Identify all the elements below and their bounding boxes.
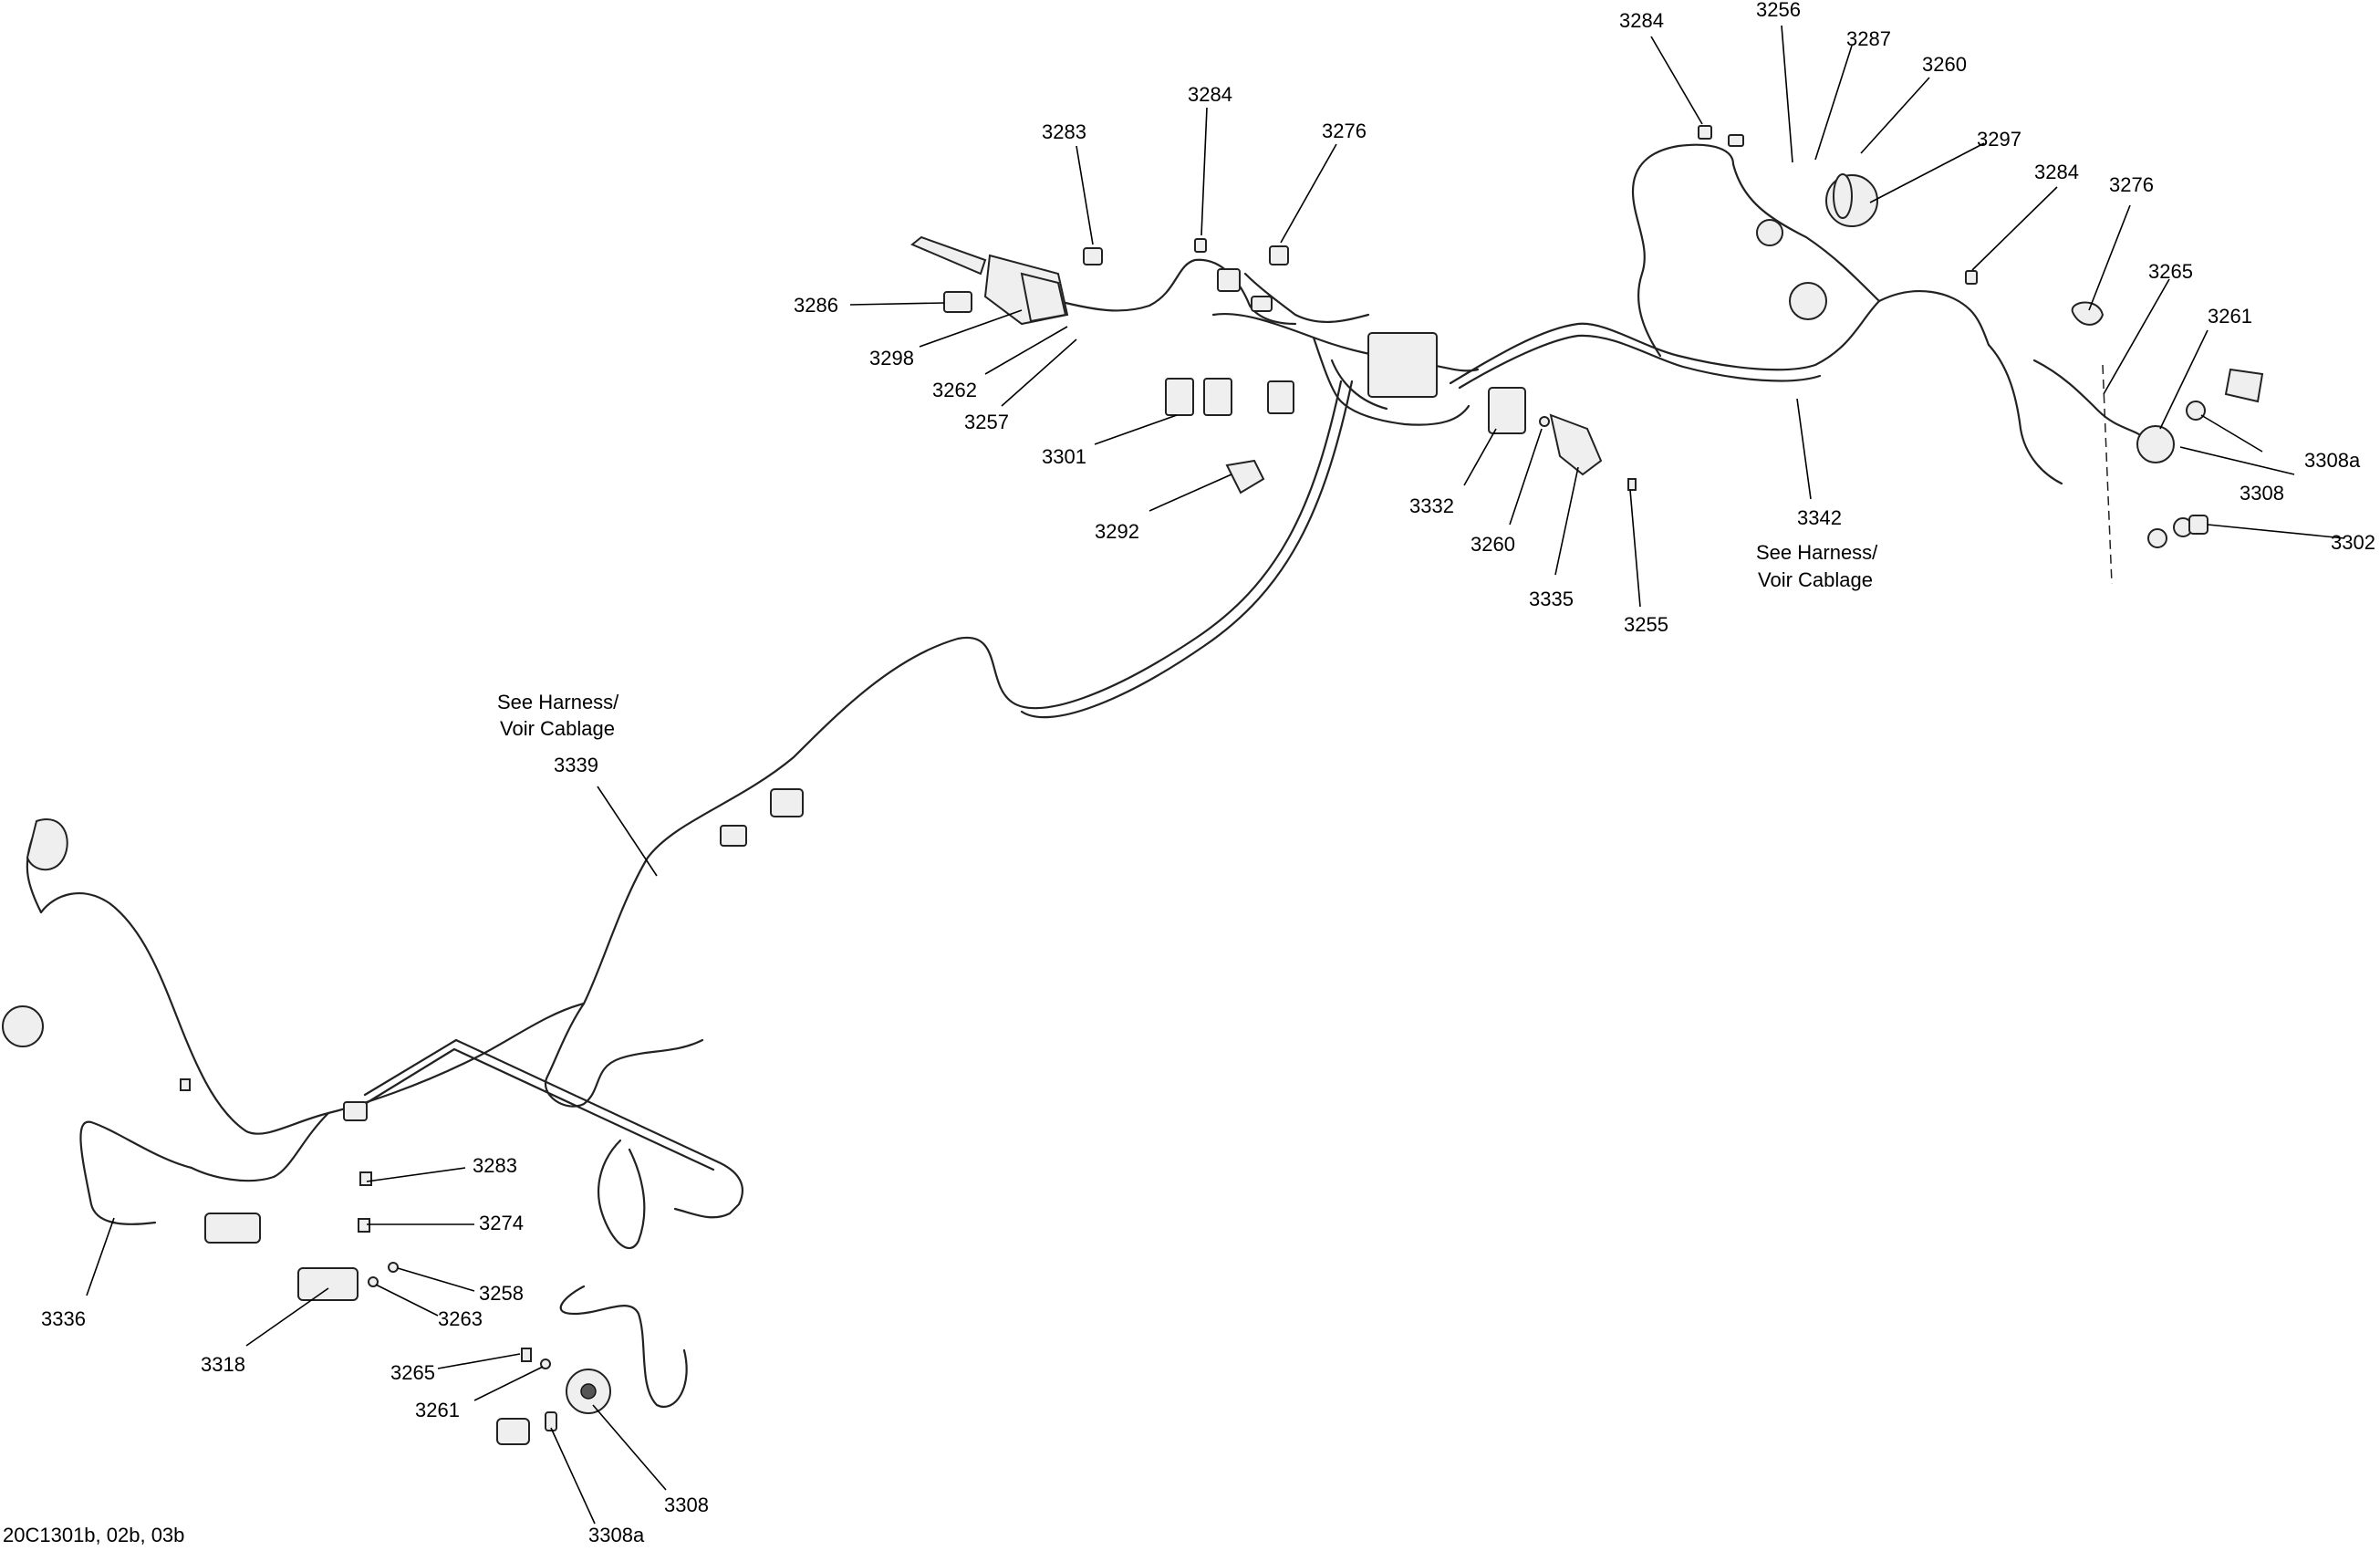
callout-3284: 3284: [1619, 9, 1664, 32]
screw-3265: [521, 1348, 532, 1362]
screw-3255: [1627, 478, 1637, 491]
relay-group-3301: [1165, 378, 1294, 416]
connector: [1217, 268, 1241, 292]
cap-3276-top: [1269, 245, 1289, 265]
callout-labels: 3284 3256 3287 3260 3297 3284 3276 3283 …: [3, 0, 2375, 1546]
callout-3339: 3339: [554, 754, 598, 776]
bulb-3292: [1225, 459, 1265, 494]
callout-3342: 3342: [1797, 506, 1842, 529]
connector: [720, 825, 747, 847]
callout-3256: 3256: [1756, 0, 1801, 21]
callout-3255: 3255: [1624, 613, 1668, 636]
callout-3265: 3265: [2148, 260, 2193, 283]
callout-3335: 3335: [1529, 588, 1574, 610]
callout-3308a: 3308a: [2304, 449, 2361, 472]
clip-3256: [1728, 134, 1744, 147]
callout-3287: 3287: [1846, 27, 1891, 50]
leader-lines: [86, 25, 2345, 1525]
figure-code: 20C1301b, 02b, 03b: [3, 1524, 184, 1546]
guide-line: [2102, 364, 2113, 585]
callout-3298: 3298: [869, 347, 914, 370]
clip-3284-top: [1194, 238, 1207, 253]
fuse-block: [1367, 332, 1438, 398]
bracket-3335: [1549, 413, 1603, 476]
callout-3302: 3302: [2331, 531, 2375, 554]
bracket-3286: [943, 291, 972, 313]
clip-3283-bottom: [359, 1171, 372, 1186]
callout-3284: 3284: [2034, 161, 2079, 183]
connector-3339: [770, 788, 804, 817]
light-3318-b: [297, 1267, 359, 1301]
callout-3286: 3286: [794, 294, 838, 317]
callout-3262: 3262: [932, 379, 977, 401]
callout-3261: 3261: [415, 1399, 460, 1421]
ignition-assembly: [1756, 173, 1878, 320]
callout-3292: 3292: [1095, 520, 1139, 543]
callout-3308a: 3308a: [588, 1524, 645, 1546]
callout-3283: 3283: [473, 1154, 517, 1177]
callout-3261: 3261: [2208, 305, 2252, 328]
callout-3332: 3332: [1409, 494, 1454, 517]
cap-3283-top: [1083, 247, 1103, 265]
callout-3276: 3276: [1322, 120, 1367, 142]
clip-3274: [358, 1218, 370, 1233]
callout-3297: 3297: [1977, 128, 2021, 151]
callout-3260: 3260: [1471, 533, 1515, 556]
callout-3308: 3308: [664, 1494, 709, 1516]
callout-3257: 3257: [964, 411, 1009, 433]
nut-3263: [368, 1276, 379, 1287]
callout-3336: 3336: [41, 1307, 86, 1330]
callout-3284: 3284: [1188, 83, 1232, 106]
callout-3301: 3301: [1042, 445, 1086, 468]
callout-3283: 3283: [1042, 120, 1086, 143]
note-harness-left-line2: Voir Cablage: [500, 717, 615, 740]
note-harness-right-line1: See Harness/: [1756, 541, 1878, 564]
callout-3274: 3274: [479, 1212, 524, 1234]
nut-3260: [1539, 416, 1550, 427]
connector: [1251, 296, 1273, 312]
steering-switch: [910, 235, 1069, 326]
nut-3258: [388, 1262, 399, 1273]
callout-3318: 3318: [201, 1353, 245, 1376]
callout-3258: 3258: [479, 1282, 524, 1305]
relay-3332: [1488, 387, 1526, 434]
main-harness: [26, 143, 2146, 1408]
callout-3276: 3276: [2109, 173, 2154, 196]
note-harness-right-line2: Voir Cablage: [1758, 568, 1873, 591]
clip-3284-ign: [1698, 125, 1712, 140]
clip: [180, 1078, 191, 1091]
note-harness-left-line1: See Harness/: [497, 691, 619, 713]
nut-3261: [540, 1358, 551, 1369]
callout-3308: 3308: [2240, 482, 2284, 505]
light-assembly-left: [2, 818, 68, 1047]
light-3318-a: [204, 1213, 261, 1244]
connector: [343, 1101, 368, 1121]
clip-3284-right: [1965, 270, 1978, 285]
parts: [2, 125, 2264, 1445]
lamp-3308-bottom: [496, 1348, 611, 1445]
callout-3263: 3263: [438, 1307, 483, 1330]
callout-3265: 3265: [390, 1361, 435, 1384]
light-assembly-right: [2071, 301, 2264, 548]
callout-3260: 3260: [1922, 53, 1967, 76]
